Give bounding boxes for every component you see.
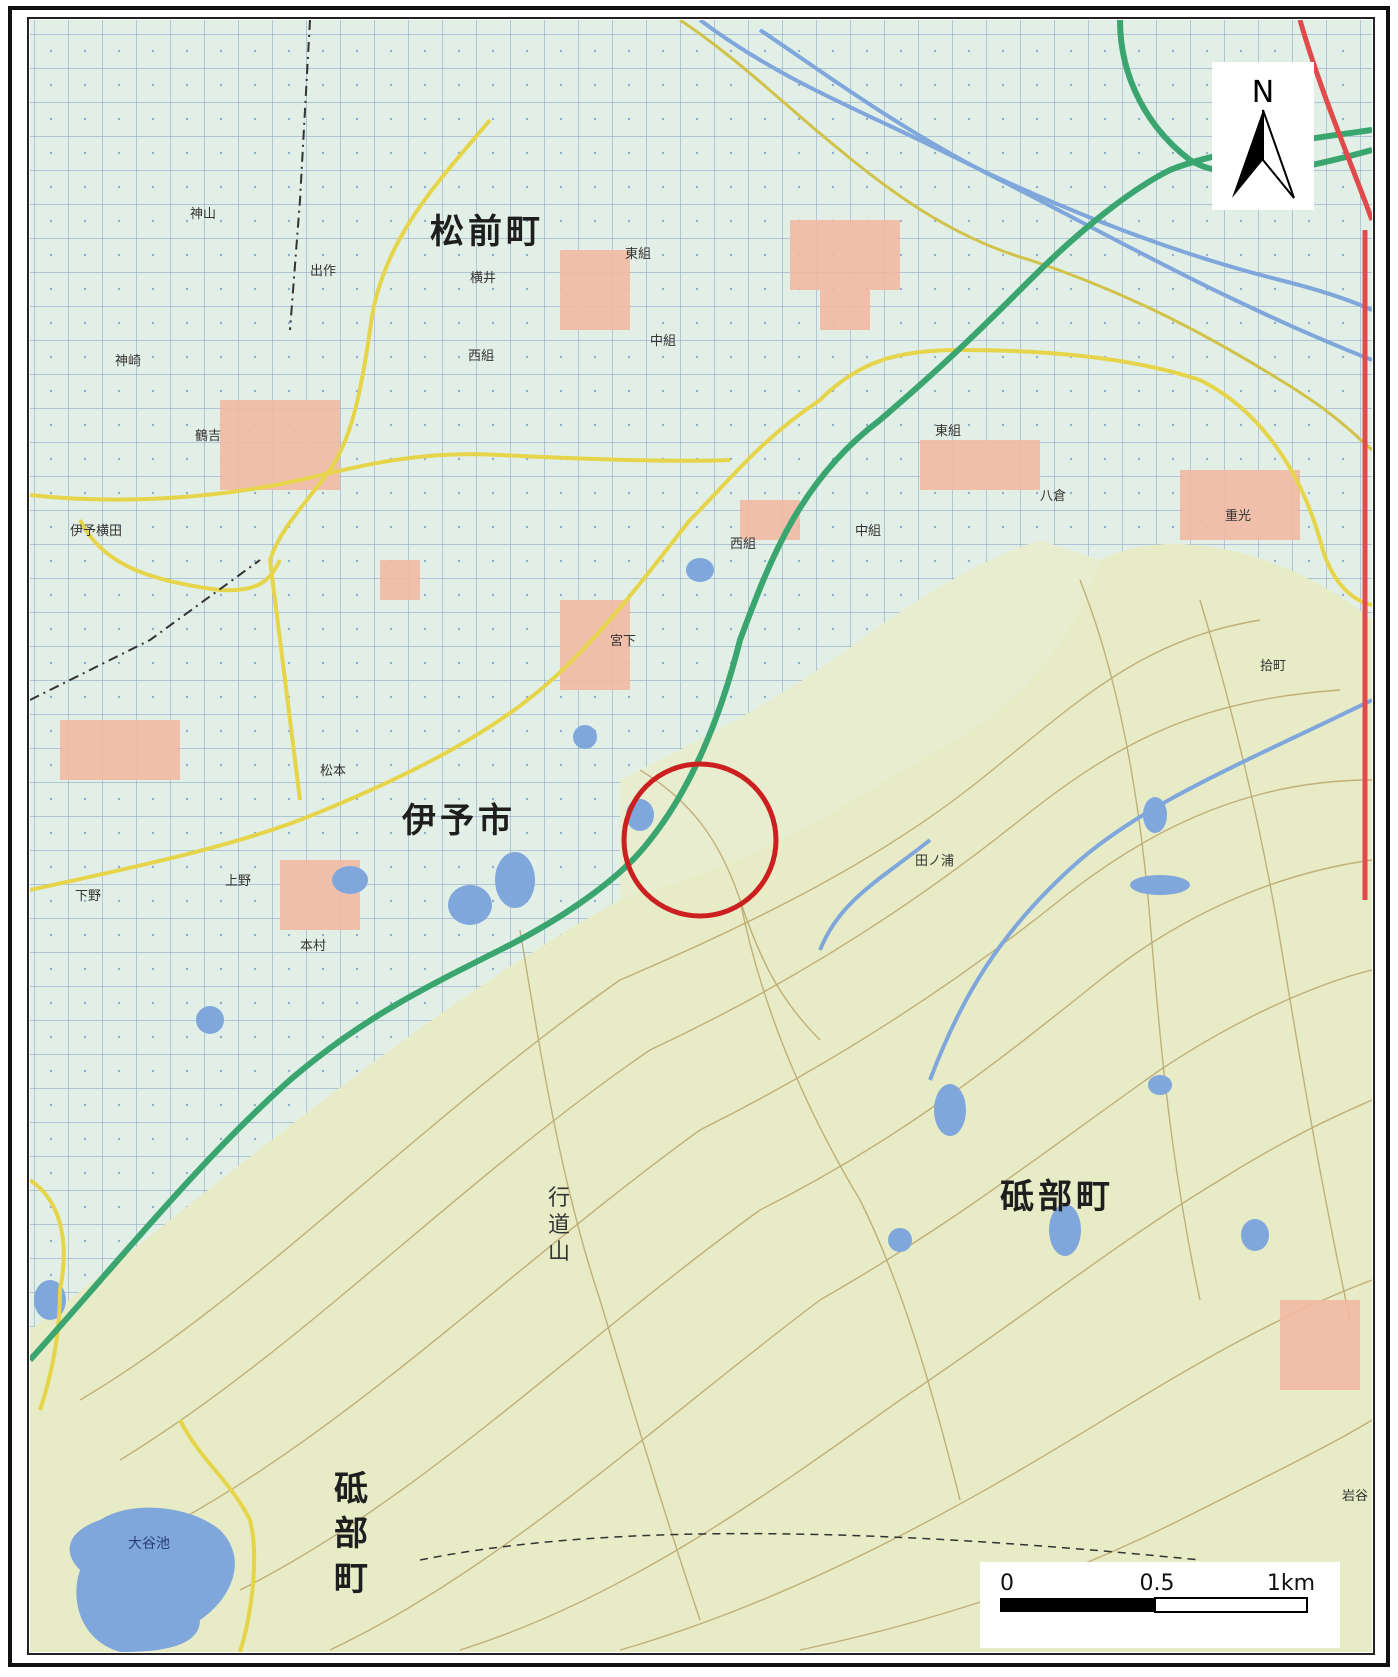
reservoir <box>69 1507 235 1652</box>
municipal-boundary-west <box>30 559 261 701</box>
svg-text:東組: 東組 <box>625 246 651 262</box>
svg-text:拾町: 拾町 <box>1260 659 1286 674</box>
forest-area-north <box>620 540 1100 900</box>
svg-text:宮下: 宮下 <box>610 633 636 649</box>
svg-text:八倉: 八倉 <box>1040 489 1066 504</box>
place-masaki: 松前町 <box>430 212 544 252</box>
scale-segment-dark <box>1000 1598 1155 1612</box>
settlements <box>60 220 1360 1390</box>
mountain-label-3: 山 <box>548 1240 570 1265</box>
svg-text:神山: 神山 <box>190 207 216 222</box>
svg-text:横井: 横井 <box>470 271 496 286</box>
railway-line <box>679 20 1372 452</box>
svg-text:下野: 下野 <box>75 889 101 904</box>
scale-bar: 0 0.5 1km <box>980 1562 1340 1648</box>
svg-text:西組: 西組 <box>730 537 756 552</box>
svg-text:鶴吉: 鶴吉 <box>195 428 221 444</box>
svg-text:重光: 重光 <box>1225 508 1251 524</box>
svg-text:出作: 出作 <box>310 264 336 279</box>
scale-label-half: 0.5 <box>1140 1571 1175 1596</box>
rivers <box>698 20 1372 1081</box>
svg-text:中組: 中組 <box>650 334 676 349</box>
prefectural-roads <box>30 118 1372 1652</box>
scale-label-0: 0 <box>1000 1571 1014 1596</box>
place-iyo: 伊予市 <box>401 801 516 841</box>
scale-label-1km: 1km <box>1267 1571 1315 1596</box>
svg-text:東組: 東組 <box>935 423 961 439</box>
svg-text:岩谷: 岩谷 <box>1342 1489 1368 1504</box>
mountain-label-2: 道 <box>548 1213 570 1238</box>
forest-area <box>30 543 1372 1652</box>
svg-text:神崎: 神崎 <box>115 354 141 369</box>
mountain-label-1: 行 <box>548 1186 570 1211</box>
place-tobe-east: 砥部町 <box>1000 1177 1114 1217</box>
inner-border <box>27 17 1375 1655</box>
ponds <box>34 558 1269 1320</box>
study-area-marker <box>621 761 779 919</box>
svg-text:本村: 本村 <box>300 939 326 954</box>
municipal-boundary-south <box>419 1532 1201 1561</box>
svg-text:中組: 中組 <box>855 524 881 539</box>
municipal-boundary <box>289 20 311 331</box>
national-road <box>1297 20 1372 221</box>
svg-text:松本: 松本 <box>320 764 346 779</box>
place-tobe-west-3: 町 <box>334 1559 372 1599</box>
svg-text:上野: 上野 <box>225 874 251 889</box>
north-label: N <box>1252 75 1274 110</box>
scale-segment-light <box>1154 1597 1308 1613</box>
contour-lines <box>79 579 1372 1651</box>
svg-text:田ノ浦: 田ノ浦 <box>915 854 954 869</box>
expressway <box>30 127 1372 1363</box>
north-arrow-dark-half <box>1232 110 1263 198</box>
minor-labels: 神山 出作 横井 東組 西組 中組 神崎 鶴吉 伊予横田 東組 中組 西組 八倉… <box>70 207 1368 1504</box>
north-arrow-light-half <box>1262 109 1295 199</box>
place-tobe-west-2: 部 <box>334 1514 372 1554</box>
pond-label: 大谷池 <box>128 1536 170 1552</box>
place-tobe-west-1: 砥 <box>334 1469 372 1509</box>
svg-text:西組: 西組 <box>468 349 494 364</box>
svg-text:伊予横田: 伊予横田 <box>70 524 122 539</box>
north-arrow: N <box>1212 62 1314 210</box>
